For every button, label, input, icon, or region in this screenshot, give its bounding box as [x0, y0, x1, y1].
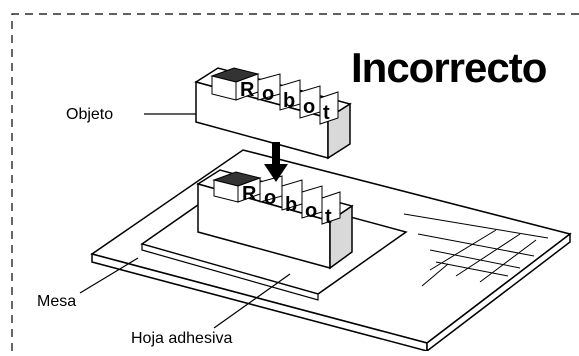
table-grid — [403, 213, 549, 287]
object-letter: t — [325, 206, 332, 228]
down-arrow-icon — [264, 142, 288, 182]
adhesive-sheet-label: Hoja adhesiva — [131, 330, 233, 347]
placed-object-letters: R o b o t — [242, 183, 332, 228]
table-label: Mesa — [37, 293, 76, 310]
object-letter: t — [323, 102, 330, 124]
object-letter: o — [262, 83, 274, 105]
object-label: Objeto — [66, 106, 113, 123]
object-letters: R o b o t — [240, 79, 330, 124]
object-block-placed — [196, 169, 354, 270]
object-letter: R — [242, 183, 257, 205]
table-leader-line — [79, 257, 139, 294]
object-block-lifted — [194, 67, 352, 160]
title: Incorrecto — [351, 44, 547, 91]
adhesive-sheet-leader-line — [213, 273, 291, 329]
object-letter: o — [305, 200, 317, 222]
dashed-frame — [11, 13, 579, 351]
object-letter: o — [264, 187, 276, 209]
object-letter: o — [303, 96, 315, 118]
object-letter: b — [285, 194, 297, 216]
object-letter: b — [283, 90, 295, 112]
object-letter: R — [240, 79, 255, 101]
